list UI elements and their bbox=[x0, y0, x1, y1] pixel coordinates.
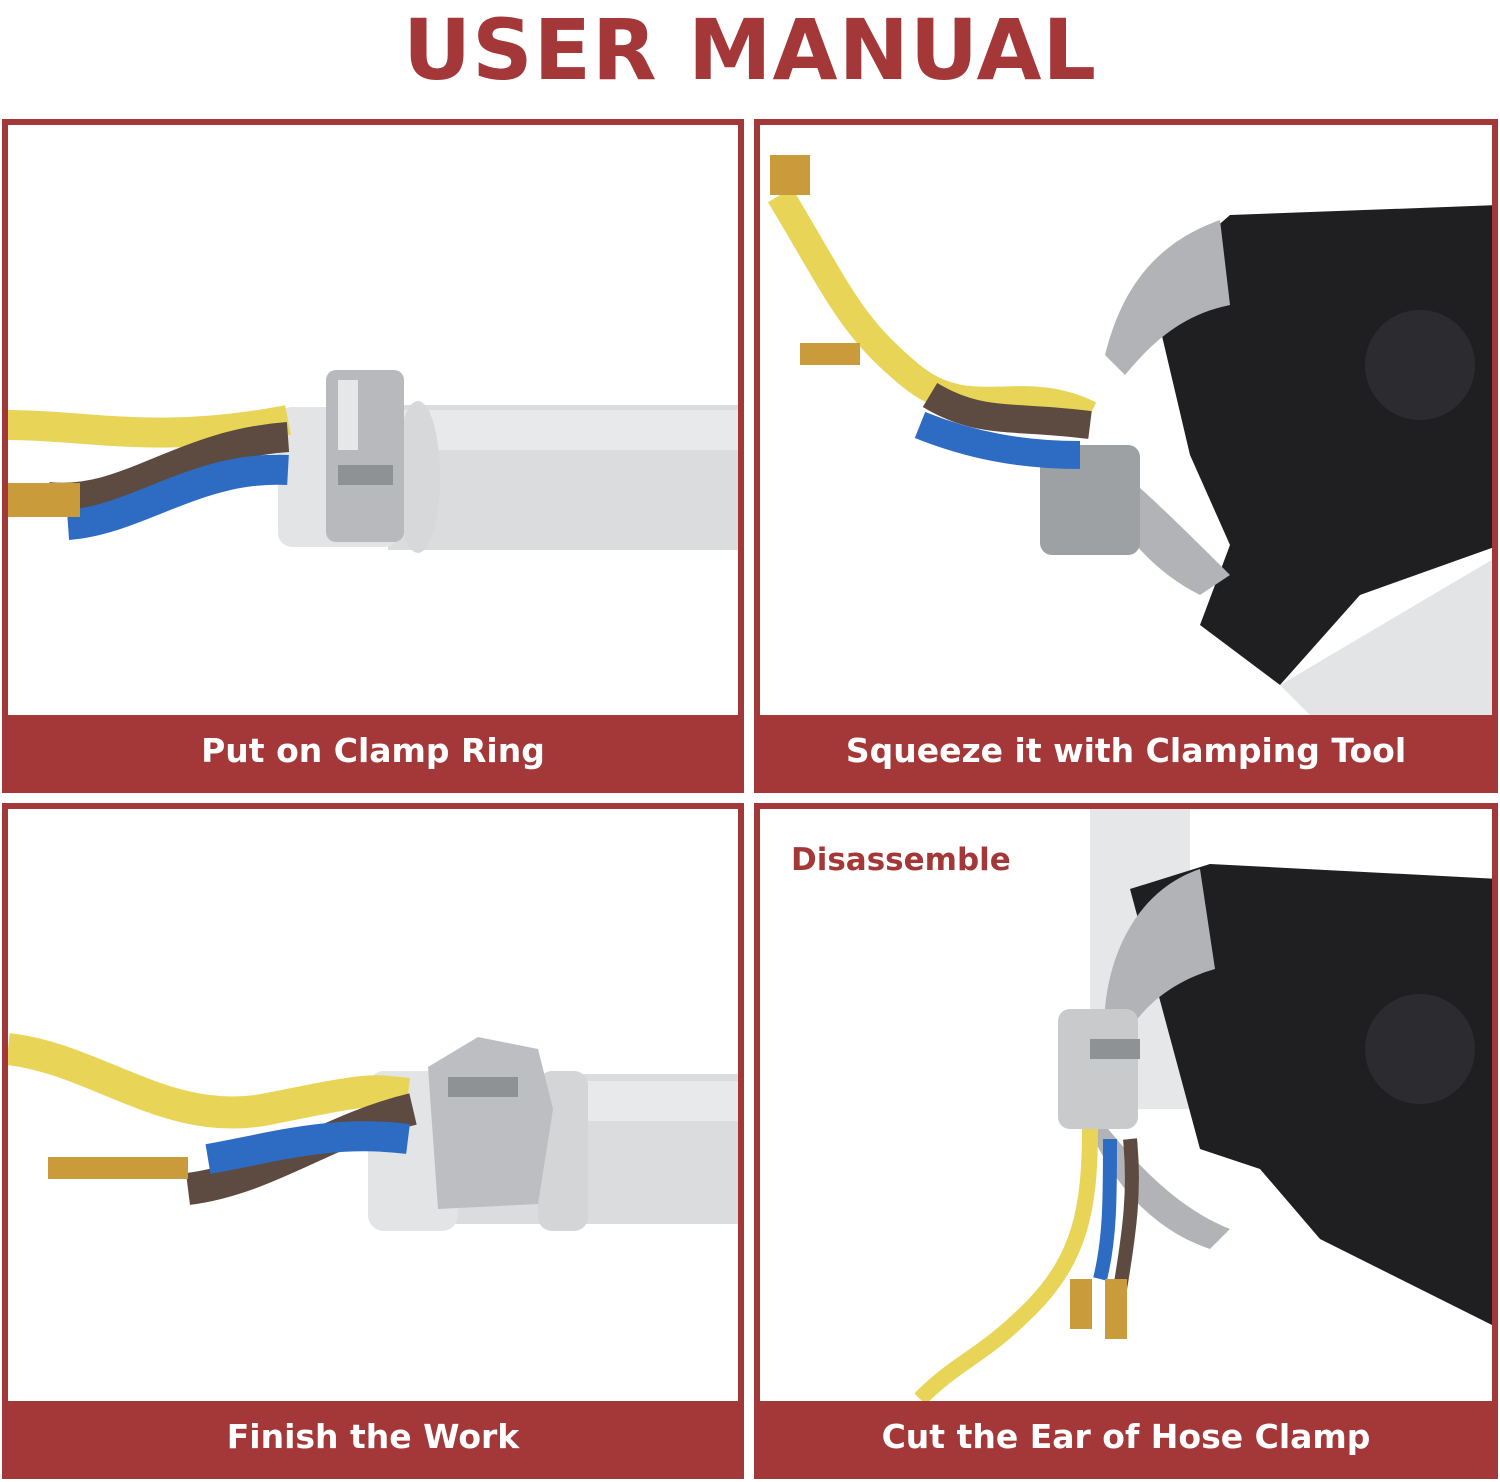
step-2-photo bbox=[767, 155, 1492, 715]
disassemble-label: Disassemble bbox=[791, 842, 1011, 878]
step-3-photo bbox=[8, 1033, 738, 1231]
page-title: USER MANUAL bbox=[402, 1, 1098, 99]
step-panel-1: Put on Clamp Ring bbox=[2, 119, 744, 793]
step-2-caption: Squeeze it with Clamping Tool bbox=[760, 715, 1492, 787]
step-panel-4: Disassemble Cut the Ear of Hose Clamp bbox=[754, 803, 1498, 1479]
step-panel-3: Finish the Work bbox=[2, 803, 744, 1479]
step-1-photo bbox=[8, 370, 738, 553]
step-panel-2: Squeeze it with Clamping Tool bbox=[754, 119, 1498, 793]
step-4-caption: Cut the Ear of Hose Clamp bbox=[760, 1401, 1492, 1473]
step-3-caption: Finish the Work bbox=[8, 1401, 738, 1473]
step-4-photo bbox=[914, 809, 1492, 1401]
step-1-caption: Put on Clamp Ring bbox=[8, 715, 738, 787]
